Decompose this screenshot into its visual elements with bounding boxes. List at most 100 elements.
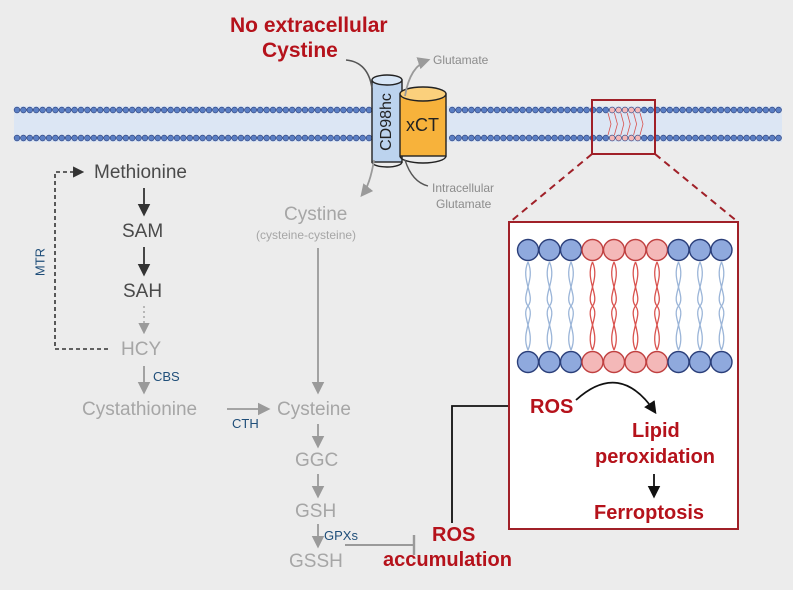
membrane-lipid-head [218,134,226,142]
no-extracellular-cystine-line1: No extracellular [230,14,388,37]
membrane-lipid-head [231,134,238,142]
membrane-lipid-head [225,134,232,142]
membrane-lipid-head [161,134,168,142]
membrane-lipid-head [20,134,27,142]
membrane-lipid-head [225,106,232,114]
mtr-enzyme-label: MTR [32,247,48,277]
membrane-lipid-head [276,134,283,142]
membrane-lipid-head [327,134,334,142]
arrow-ros-to-lipid [575,381,657,415]
membrane-lipid-head [608,134,616,142]
membrane-lipid-head [282,106,289,114]
membrane-lipid-head [692,134,699,142]
ggc-label: GGC [295,450,339,471]
membrane-lipid-head [557,106,565,114]
lipid-tail [611,261,617,351]
lipid-head [581,238,604,262]
membrane-lipid-head [340,106,347,114]
lipid-head [602,350,626,374]
membrane-lipid-head [180,134,187,142]
membrane-lipid-head [704,134,712,142]
membrane-lipid-head [544,106,552,114]
membrane-lipid-head [45,134,53,142]
ferroptosis-label: Ferroptosis [594,502,705,524]
gpxs-enzyme-label: GPXs [324,528,358,543]
membrane-lipid-head [141,134,149,142]
lipid-head [645,238,669,262]
gsh-label: GSH [295,501,337,522]
membrane-lipid-head [724,106,731,114]
membrane-lipid-head [717,134,725,142]
membrane-lipid-head [314,134,321,142]
cd98hc-label: CD98hc [378,93,395,151]
membrane-lipid-head [596,106,603,114]
membrane-lipid-head [135,134,142,142]
membrane-lipid-head [743,134,750,142]
membrane-lipid-head [96,134,104,142]
membrane-lipid-head [455,106,462,114]
membrane-lipid-head [519,106,526,114]
membrane-lipid-head [449,106,456,114]
membrane-lipid-head [768,106,776,114]
membrane-lipid-head [218,106,226,114]
membrane-lipid-head [148,106,155,114]
membrane-lipid-head [679,106,686,114]
membrane-lipid-head [167,134,174,142]
membrane-lipid-head [576,134,584,142]
membrane-lipid-head [615,106,622,114]
cystine-sublabel: (cysteine-cysteine) [256,228,357,242]
membrane-lipid-head [570,106,577,114]
membrane-lipid-head [621,134,629,142]
ros-label: ROS [530,396,574,418]
membrane-lipid-head [45,106,53,114]
membrane-lipid-head [775,106,782,114]
cystine-import-arrow-top [345,59,373,89]
cth-enzyme-label: CTH [232,416,259,431]
membrane-lipid-head [538,106,545,114]
membrane-lipid-head [161,106,168,114]
membrane-lipid-head [500,134,507,142]
membrane-lipid-head [141,106,149,114]
membrane-lipid-head [186,106,194,114]
xct-label: xCT [406,115,439,135]
membrane-lipid-head [685,106,693,114]
membrane-lipid-head [679,134,686,142]
no-extracellular-cystine-line2: Cystine [262,39,338,62]
membrane-lipid-head [634,134,641,142]
membrane-lipid-head [461,106,469,114]
glutamate-import-line [404,159,429,187]
membrane-lipid-head [583,134,590,142]
membrane-lipid-head [116,106,123,114]
membrane-lipid-head [743,106,750,114]
membrane-lipid-head [704,106,712,114]
membrane-lipid-tail [607,112,612,136]
membrane-lipid-head [333,134,341,142]
membrane-lipid-head [596,134,603,142]
membrane-lipid-head [205,106,213,114]
membrane-lipid-head [359,106,366,114]
membrane-lipid-head [135,106,142,114]
membrane-lipid-head [231,106,238,114]
membrane-lipid-head [512,134,520,142]
membrane-lipid-tail [639,112,644,136]
membrane-lipid-head [84,106,91,114]
membrane-lipid-head [685,134,693,142]
membrane-lipid-head [84,134,91,142]
lipid-tail [525,261,531,351]
membrane-lipid-head [532,106,539,114]
membrane-lipid-head [289,134,296,142]
membrane-lipid-head [608,106,616,114]
membrane-lipid-head [129,134,136,142]
membrane-lipid-head [77,134,85,142]
membrane-lipid-head [768,134,776,142]
membrane-lipid-head [474,134,481,142]
membrane-lipid-head [762,106,769,114]
membrane-lipid-head [52,134,59,142]
membrane-lipid-head [749,134,757,142]
lipid-tail [568,261,574,351]
lipid-head [667,238,690,262]
membrane-lipid-head [269,134,277,142]
membrane-lipid-head [538,134,545,142]
membrane-lipid-head [39,106,46,114]
membrane-lipid-head [250,134,258,142]
